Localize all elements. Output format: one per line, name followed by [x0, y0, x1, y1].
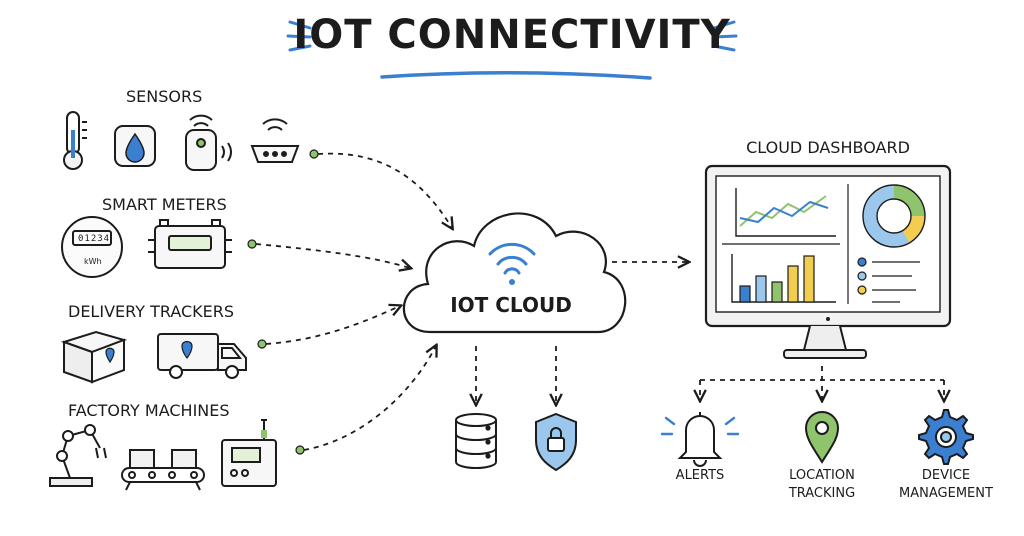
cloud-down-arrows [476, 346, 556, 404]
page-title: IOT CONNECTIVITY [293, 12, 731, 58]
meter-reading: 01234 [78, 234, 111, 244]
dashboard-branch-arrows [700, 366, 944, 400]
iot-cloud-label: IOT CLOUD [450, 293, 572, 317]
device-management-line2: MANAGEMENT [899, 486, 993, 501]
connector-dots [247, 149, 319, 455]
location-tracking-line2: TRACKING [788, 486, 856, 501]
location-tracking-line1: LOCATION [789, 468, 855, 483]
thermometer-icon [63, 111, 87, 170]
router-icon [250, 118, 300, 163]
cloud-dashboard-label: CLOUD DASHBOARD [746, 138, 910, 157]
line-chart-widget [735, 188, 836, 237]
device-connectors [255, 152, 452, 451]
database-icon [455, 413, 497, 469]
wifi-sensor-icon [185, 114, 232, 171]
alerts-text: ALERTS [675, 468, 725, 483]
controller-icon [221, 419, 277, 487]
shield-lock-icon [535, 412, 577, 472]
smart-meters-label: SMART METERS [102, 195, 227, 214]
sensors-label: SENSORS [126, 87, 203, 106]
conveyor-icon [121, 449, 205, 491]
iot-cloud [402, 212, 627, 334]
donut-chart-widget [862, 184, 926, 248]
water-drop-icon [114, 125, 156, 167]
package-icon [60, 330, 128, 384]
location-tracking-label: LOCATION TRACKING [752, 467, 892, 503]
wifi-icon [488, 242, 536, 285]
bell-icon [660, 412, 740, 467]
device-management-line1: DEVICE [921, 468, 971, 483]
bar-chart-widget [731, 254, 836, 303]
meter-unit: kWh [84, 257, 102, 266]
meter-icon [61, 216, 123, 278]
truck-icon [157, 333, 247, 379]
gear-icon [918, 409, 974, 465]
delivery-trackers-label: DELIVERY TRACKERS [68, 302, 235, 321]
device-management-label: DEVICE MANAGEMENT [876, 467, 1016, 503]
robot-arm-icon [49, 424, 107, 487]
alerts-label: ALERTS [630, 467, 770, 485]
gas-meter-icon [148, 219, 232, 269]
location-pin-icon [804, 411, 840, 464]
factory-machines-label: FACTORY MACHINES [68, 401, 230, 420]
legend-list-widget [857, 257, 920, 303]
title-decoration [286, 20, 738, 80]
